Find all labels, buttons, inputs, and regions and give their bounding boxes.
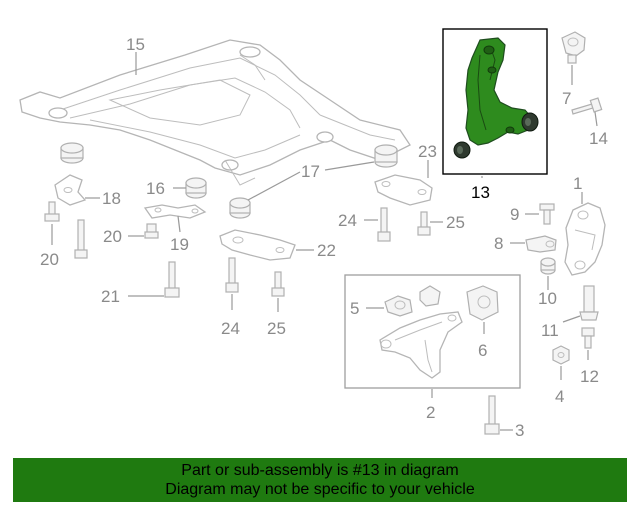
callout-24-lower: 24 [221,319,240,338]
bolt-24-upper[interactable] [377,207,391,242]
callout-16: 16 [146,179,165,198]
bolt-12[interactable] [581,327,595,349]
callout-20-left: 20 [40,250,59,269]
bushing-5[interactable] [384,285,441,317]
nut-4[interactable] [552,345,570,365]
callout-11: 11 [541,321,559,340]
callout-23: 23 [418,142,437,161]
ball-joint-7[interactable] [561,31,586,64]
callout-10: 10 [538,289,557,308]
bolt-20-left[interactable] [44,201,60,222]
sensor-11[interactable] [579,285,599,321]
callout-4: 4 [555,387,564,406]
banner-line-1: Part or sub-assembly is #13 in diagram [181,462,459,479]
knuckle-1[interactable] [564,202,606,276]
callout-8: 8 [494,234,503,253]
bushing-left-front[interactable] [60,142,84,164]
parts-diagram: 15 16 17 18 20 [19,28,608,440]
callout-19: 19 [170,235,189,254]
bolt-25-lower[interactable] [271,271,285,297]
lower-control-arm[interactable] [379,311,463,379]
bushing-17-lower[interactable] [229,197,251,219]
callout-17: 17 [301,162,320,181]
callout-21: 21 [101,287,120,306]
bracket-22[interactable] [219,229,296,261]
bolt-14[interactable] [571,97,603,115]
callout-9: 9 [510,205,519,224]
callout-24-upper: 24 [338,211,357,230]
control-arm-group-box [344,274,521,389]
link-8[interactable] [525,235,557,253]
steering-knuckle-13[interactable] [453,37,539,159]
callout-20-right: 20 [103,227,122,246]
bolt-24-lower[interactable] [225,257,239,293]
bolt-3[interactable] [484,395,500,435]
callout-15: 15 [126,35,145,54]
link-19[interactable] [143,204,207,219]
callout-18: 18 [102,189,121,208]
callout-3: 3 [515,421,524,440]
bolt-25-upper[interactable] [417,211,431,236]
callout-12: 12 [580,367,599,386]
callout-6: 6 [478,341,487,360]
callout-2: 2 [426,403,435,422]
subframe-crossmember[interactable] [19,39,411,186]
callout-1: 1 [573,174,582,193]
bolt-long-left[interactable] [74,219,88,259]
callout-7: 7 [562,89,571,108]
bolt-21[interactable] [164,261,180,298]
bushing-16[interactable] [185,177,207,199]
callout-25-upper: 25 [446,213,465,232]
bracket-18[interactable] [54,174,87,206]
bolt-20-right[interactable] [144,223,159,239]
bolt-9[interactable] [539,203,555,225]
callout-14: 14 [589,129,608,148]
bracket-23[interactable] [374,174,433,206]
callout-22: 22 [317,241,336,260]
bushing-17-upper[interactable] [374,144,398,168]
callout-25-lower: 25 [267,319,286,338]
bushing-6[interactable] [466,285,499,321]
nut-10[interactable] [540,257,556,275]
callout-5: 5 [350,299,359,318]
callout-13: 13 [471,183,490,202]
info-banner: Part or sub-assembly is #13 in diagram D… [13,458,627,502]
banner-line-2: Diagram may not be specific to your vehi… [165,481,475,498]
